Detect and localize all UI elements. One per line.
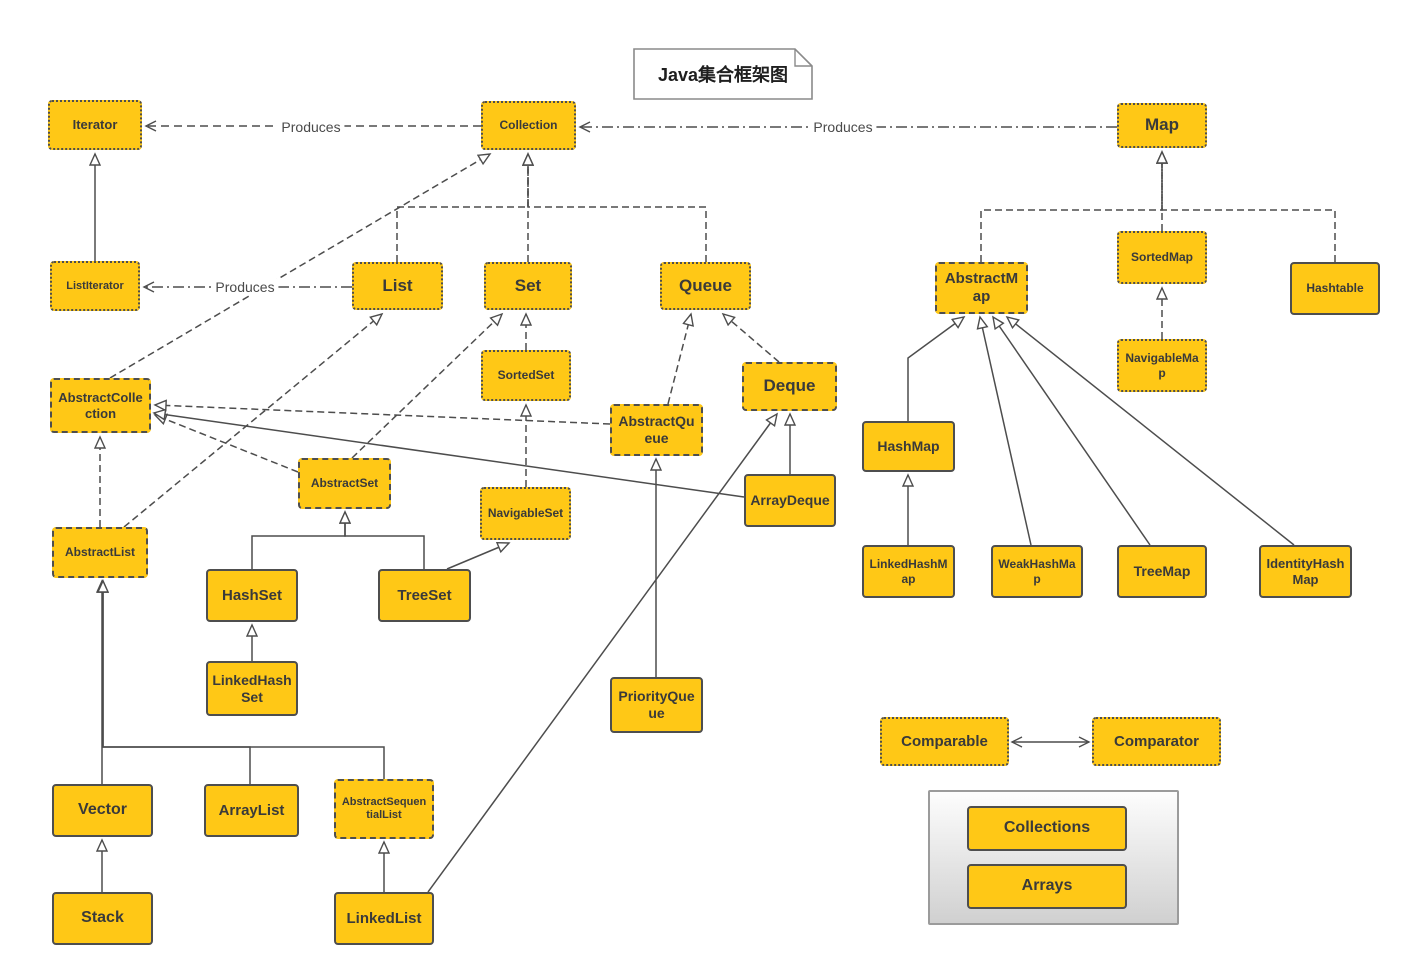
edge-hashmap-abstractmap bbox=[907, 317, 964, 421]
edge-label-produces-listiterator: Produces bbox=[211, 279, 279, 295]
node-iterator: Iterator bbox=[48, 100, 142, 150]
node-linkedlist: LinkedList bbox=[334, 892, 434, 945]
node-abstractset: AbstractSet bbox=[298, 458, 391, 509]
node-queue: Queue bbox=[660, 262, 751, 310]
edge-linkedlist-deque bbox=[427, 414, 777, 893]
node-sortedmap: SortedMap bbox=[1117, 231, 1207, 284]
diagram-title-note: Java集合框架图 bbox=[633, 48, 813, 100]
node-listiterator: ListIterator bbox=[50, 261, 140, 311]
node-abstractqueue: AbstractQueue bbox=[610, 404, 703, 456]
node-arrays: Arrays bbox=[967, 864, 1127, 909]
node-hashmap: HashMap bbox=[862, 421, 955, 472]
node-map: Map bbox=[1117, 103, 1207, 148]
edge-queue-collection bbox=[528, 154, 707, 262]
node-abstractcollection: AbstractCollection bbox=[50, 378, 151, 433]
node-navigablemap: NavigableMap bbox=[1117, 339, 1207, 392]
edge-label-produces-iterator: Produces bbox=[277, 119, 345, 135]
node-linkedhashset: LinkedHashSet bbox=[206, 661, 298, 716]
node-treeset: TreeSet bbox=[378, 569, 471, 622]
node-priorityqueue: PriorityQueue bbox=[610, 677, 703, 733]
edge-abstractset-abstractcollection bbox=[155, 415, 299, 473]
node-deque: Deque bbox=[742, 362, 837, 411]
node-comparable: Comparable bbox=[880, 717, 1009, 766]
edge-weakhashmap-abstractmap bbox=[980, 317, 1032, 546]
edge-treeset-abstractset bbox=[345, 512, 425, 569]
node-weakhashmap: WeakHashMap bbox=[991, 545, 1083, 598]
edge-label-produces-collection: Produces bbox=[809, 119, 877, 135]
node-arraydeque: ArrayDeque bbox=[744, 474, 836, 527]
node-comparator: Comparator bbox=[1092, 717, 1221, 766]
edge-abstractqueue-queue bbox=[667, 314, 691, 405]
edge-abstractqueue-abstractcollection bbox=[155, 405, 611, 425]
node-vector: Vector bbox=[52, 784, 153, 837]
node-stack: Stack bbox=[52, 892, 153, 945]
node-abstractlist: AbstractList bbox=[52, 527, 148, 578]
node-hashset: HashSet bbox=[206, 569, 298, 622]
edge-abstractset-set bbox=[351, 314, 502, 459]
node-list: List bbox=[352, 262, 443, 310]
node-linkedhashmap: LinkedHashMap bbox=[862, 545, 955, 598]
node-sortedset: SortedSet bbox=[481, 350, 571, 401]
node-abstractmap: AbstractMap bbox=[935, 262, 1028, 314]
node-hashtable: Hashtable bbox=[1290, 262, 1380, 315]
edge-deque-queue bbox=[723, 314, 780, 363]
node-identityhashmap: IdentityHashMap bbox=[1259, 545, 1352, 598]
edge-list-collection bbox=[396, 154, 528, 262]
node-navigableset: NavigableSet bbox=[480, 487, 571, 540]
node-arraylist: ArrayList bbox=[204, 784, 299, 837]
diagram-title: Java集合框架图 bbox=[657, 65, 789, 85]
edge-hashset-abstractset bbox=[251, 512, 345, 569]
note-shape bbox=[633, 48, 813, 100]
node-collections: Collections bbox=[967, 806, 1127, 851]
node-treemap: TreeMap bbox=[1117, 545, 1207, 598]
node-abstractsequentiallist: AbstractSequentialList bbox=[334, 779, 434, 839]
node-set: Set bbox=[484, 262, 572, 310]
edge-treeset-navigableset bbox=[446, 543, 509, 570]
node-collection: Collection bbox=[481, 101, 576, 150]
